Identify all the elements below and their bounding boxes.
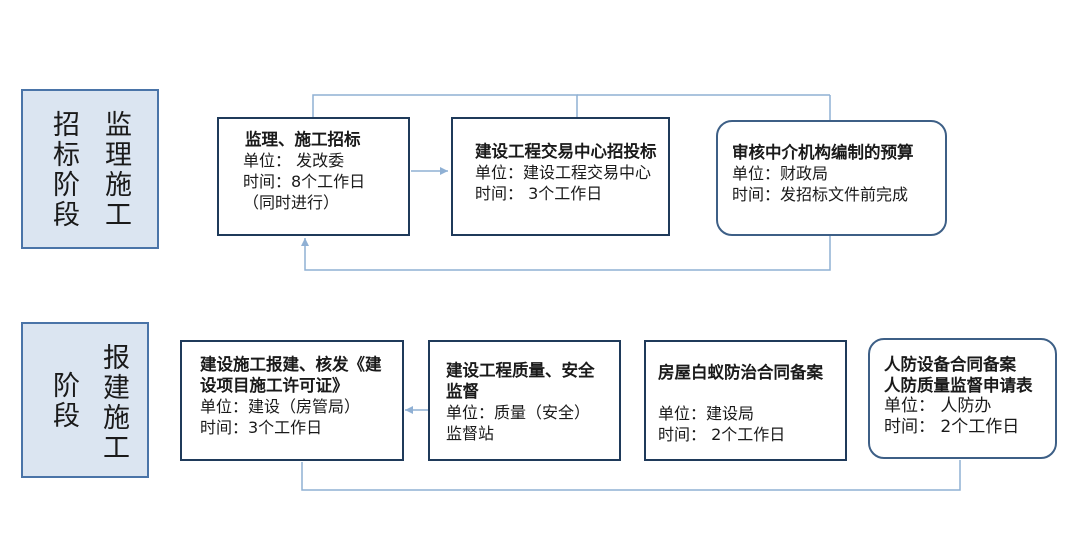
stage-label-char: 监	[105, 110, 132, 141]
stage-label-char: 标	[53, 140, 80, 171]
node-title-line2: 设项目施工许可证》	[200, 376, 349, 395]
node-time: 时间：8个工作日	[243, 172, 366, 191]
node-unit: 单位： 人防办	[884, 396, 992, 416]
node-title-line1: 建设工程质量、安全	[446, 361, 595, 380]
node-time: 时间： 3个工作日	[475, 184, 603, 203]
node-supervision-construction-bidding: 监理、施工招标 单位： 发改委 时间：8个工作日 （同时进行）	[217, 117, 410, 236]
node-unit: 单位：质量（安全）	[446, 403, 591, 422]
stage-label-char: 理	[105, 140, 132, 171]
stage-label-char: 段	[53, 401, 80, 432]
stage-label-inner: 监理施工	[105, 111, 132, 231]
node-time: 时间：发招标文件前完成	[732, 185, 909, 204]
stage-label-char: 阶	[53, 371, 80, 402]
node-trading-center-bidding: 建设工程交易中心招投标 单位：建设工程交易中心 时间： 3个工作日	[451, 117, 670, 236]
node-unit: 单位：建设工程交易中心	[475, 163, 652, 182]
stage-label-inner: 报建施工	[103, 344, 130, 464]
node-time: 时间： 2个工作日	[658, 425, 786, 444]
node-title: 建设工程交易中心招投标	[475, 142, 657, 161]
node-title-line2: 人防质量监督申请表	[884, 376, 1033, 395]
node-title-line1: 人防设备合同备案	[884, 355, 1016, 374]
node-title: 房屋白蚁防治合同备案	[658, 363, 823, 382]
node-time: 时间： 2个工作日	[884, 417, 1020, 437]
stage-label-char: 报	[103, 343, 130, 374]
stage-label-char: 阶	[53, 170, 80, 201]
node-civil-defense: 人防设备合同备案 人防质量监督申请表 单位： 人防办 时间： 2个工作日	[868, 338, 1057, 459]
node-unit: 单位：财政局	[732, 164, 829, 183]
stage-label-char: 段	[53, 200, 80, 231]
stage-label-char: 建	[103, 373, 130, 404]
node-title: 审核中介机构编制的预算	[732, 143, 914, 162]
stage-label-char: 施	[103, 403, 130, 434]
stage-label-char: 工	[103, 433, 130, 464]
node-budget-review: 审核中介机构编制的预算 单位：财政局 时间：发招标文件前完成	[716, 120, 947, 236]
stage-label-char: 工	[105, 200, 132, 231]
node-unit-line2: 监督站	[446, 424, 495, 443]
node-unit: 单位： 发改委	[243, 151, 345, 170]
node-unit: 单位：建设（房管局）	[200, 397, 361, 416]
node-time: 时间：3个工作日	[200, 418, 323, 437]
node-unit: 单位：建设局	[658, 404, 755, 423]
node-title: 监理、施工招标	[245, 130, 361, 149]
node-note: （同时进行）	[243, 193, 340, 212]
node-title-line1: 建设施工报建、核发《建	[200, 355, 382, 374]
stage-label-char: 招	[53, 110, 80, 141]
node-termite-contract-filing: 房屋白蚁防治合同备案 单位：建设局 时间： 2个工作日	[644, 340, 847, 461]
node-construction-permit: 建设施工报建、核发《建 设项目施工许可证》 单位：建设（房管局） 时间：3个工作…	[180, 340, 404, 461]
stage-label-outer: 阶段	[53, 372, 80, 432]
node-quality-safety-supervision: 建设工程质量、安全 监督 单位：质量（安全） 监督站	[428, 340, 621, 461]
node-title-line2: 监督	[446, 382, 479, 401]
stage-label-char: 施	[105, 170, 132, 201]
stage-label-construction-permit: 阶段 报建施工	[21, 322, 149, 478]
stage-label-outer: 招标阶段	[53, 111, 80, 231]
stage-label-bidding: 招标阶段 监理施工	[21, 89, 159, 249]
